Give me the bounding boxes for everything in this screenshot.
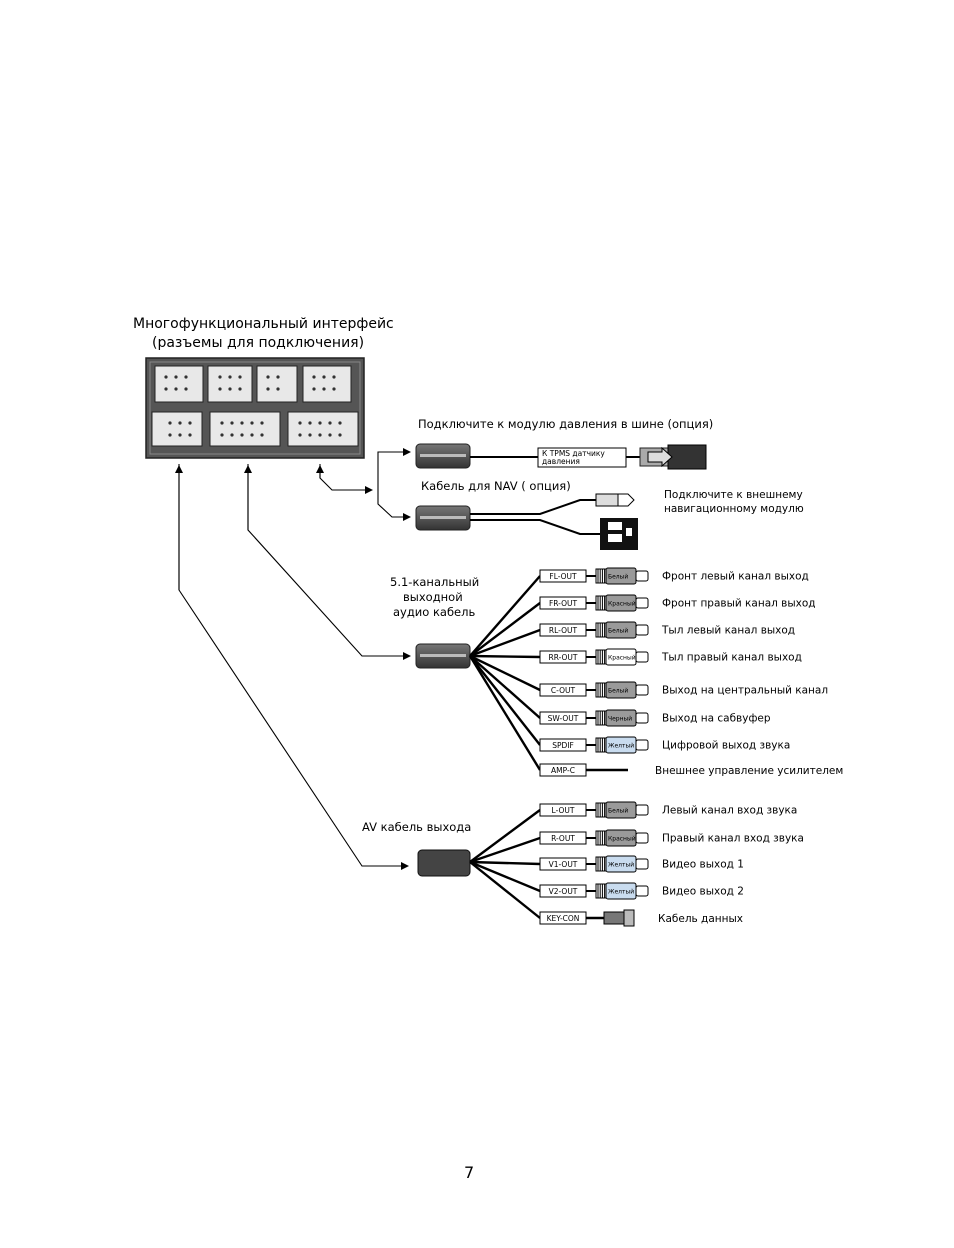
audio51-desc-5: Выход на сабвуфер	[662, 713, 771, 725]
connection-arrows	[175, 448, 411, 870]
tpms-tag-line1: К TPMS датчику	[542, 449, 605, 458]
key-con-desc: Кабель данных	[658, 913, 743, 925]
av-tag-3: V2-OUT	[549, 887, 578, 896]
nav-title: Кабель для NAV ( опция)	[421, 479, 571, 493]
audio51-title-line2: выходной	[403, 590, 463, 604]
audio51-tag-5: SW-OUT	[548, 714, 579, 723]
tpms-cable	[415, 443, 707, 470]
amp-desc: Внешнее управление усилителем	[655, 765, 843, 777]
audio51-tag-1: FR-OUT	[549, 599, 578, 608]
audio51-color-label-4: Белый	[608, 688, 628, 695]
audio51-output-2: RL-OUT Белый Тыл левый канал выход	[539, 621, 795, 639]
tpms-tag-line2: давления	[542, 457, 580, 466]
amp-tag: AMP-C	[551, 766, 575, 775]
av-desc-3: Видео выход 2	[662, 886, 744, 898]
audio51-output-1: FR-OUT Красный Фронт правый канал выход	[539, 594, 816, 612]
audio51-output-3: RR-OUT Красный Тыл правый канал выход	[539, 648, 802, 666]
av-color-label-1: Красный	[608, 836, 636, 843]
av-plug	[417, 849, 471, 877]
audio51-tag-3: RR-OUT	[548, 653, 577, 662]
audio51-output-6: SPDIF Желтый Цифровой выход звука	[539, 736, 790, 754]
av-title: AV кабель выхода	[362, 820, 472, 834]
audio51-output-5: SW-OUT Черный Выход на сабвуфер	[539, 709, 771, 727]
audio51-branches: FL-OUT Белый Фронт левый канал выходFR-OUT…	[468, 567, 843, 777]
audio51-desc-1: Фронт правый канал выход	[662, 598, 816, 610]
audio51-title-line3: аудио кабель	[393, 605, 476, 619]
audio51-output-4: C-OUT Белый Выход на центральный канал	[539, 681, 828, 699]
audio51-desc-6: Цифровой выход звука	[662, 740, 790, 752]
audio51-desc-4: Выход на центральный канал	[662, 685, 828, 697]
panel-title-line2: (разъемы для подключения)	[152, 335, 365, 351]
audio51-color-label-1: Красный	[608, 601, 636, 608]
av-desc-0: Левый канал вход звука	[662, 805, 797, 817]
av-tag-2: V1-OUT	[549, 860, 578, 869]
key-con-tag: KEY-CON	[547, 914, 580, 923]
audio51-title-line1: 5.1-канальный	[390, 575, 480, 589]
av-tag-1: R-OUT	[551, 834, 575, 843]
av-color-label-2: Желтый	[608, 862, 634, 869]
av-output-1: R-OUT Красный Правый канал вход звука	[539, 829, 804, 847]
audio51-color-label-3: Красный	[608, 655, 636, 662]
amp-control-output: AMP-C Внешнее управление усилителем	[539, 763, 843, 777]
panel-title-line1: Многофункциональный интерфейс	[133, 316, 394, 332]
audio51-plug	[415, 643, 471, 669]
audio51-color-label-6: Желтый	[608, 743, 634, 750]
audio51-tag-4: C-OUT	[551, 686, 576, 695]
av-output-2: V1-OUT Желтый Видео выход 1	[539, 855, 744, 873]
nav-desc-line2: навигационному модулю	[664, 503, 804, 515]
av-desc-2: Видео выход 1	[662, 859, 744, 871]
av-output-3: V2-OUT Желтый Видео выход 2	[539, 882, 744, 900]
audio51-color-label-5: Черный	[608, 716, 632, 723]
key-con-output: KEY-CON Кабель данных	[539, 909, 743, 927]
av-color-label-0: Белый	[608, 808, 628, 815]
tpms-title: Подключите к модулю давления в шине (опц…	[418, 417, 714, 431]
page-number: 7	[464, 1163, 475, 1182]
av-desc-1: Правый канал вход звука	[662, 833, 804, 845]
audio51-tag-2: RL-OUT	[549, 626, 578, 635]
av-tag-0: L-OUT	[552, 806, 575, 815]
audio51-tag-0: FL-OUT	[549, 572, 577, 581]
audio51-desc-0: Фронт левый канал выход	[662, 571, 809, 583]
audio51-desc-3: Тыл правый канал выход	[661, 652, 802, 664]
av-color-label-3: Желтый	[608, 889, 634, 896]
nav-cable	[415, 493, 638, 550]
audio51-color-label-0: Белый	[608, 574, 628, 581]
audio51-output-0: FL-OUT Белый Фронт левый канал выход	[539, 567, 809, 585]
connector-panel	[145, 357, 365, 459]
audio51-desc-2: Тыл левый канал выход	[661, 625, 795, 637]
audio51-tag-6: SPDIF	[552, 741, 574, 750]
audio51-color-label-2: Белый	[608, 628, 628, 635]
nav-desc-line1: Подключите к внешнему	[664, 489, 803, 501]
av-output-0: L-OUT Белый Левый канал вход звука	[539, 801, 797, 819]
